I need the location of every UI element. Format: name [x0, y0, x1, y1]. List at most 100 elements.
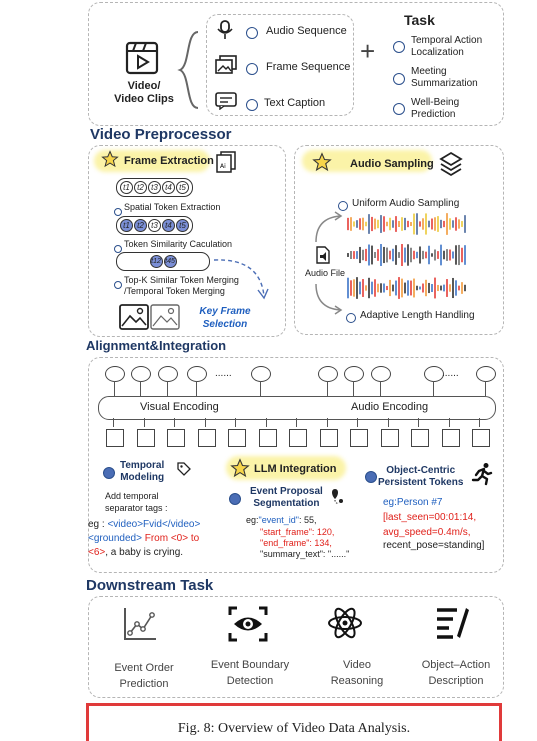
bubble-connector [353, 381, 355, 396]
task-event-boundary: Event Boundary Detection [210, 659, 290, 687]
waveform-adaptive [346, 276, 470, 305]
scatter-chart-icon [122, 606, 158, 647]
embedding-square [106, 429, 124, 447]
video-label: Video/ Video Clips [114, 80, 174, 105]
layers-icon [439, 151, 463, 182]
encoding-arrow [143, 418, 145, 427]
temporal-node [103, 464, 115, 482]
figure-caption: Fig. 8: Overview of Video Data Analysis. [177, 721, 411, 736]
encoding-arrow [204, 418, 206, 427]
task-video-reasoning: Video Reasoning [330, 659, 384, 687]
bubble-connector [485, 381, 487, 396]
visual-encoding-label: Visual Encoding [140, 401, 219, 413]
event-summary: "summary_text": "......" [260, 549, 350, 559]
step-node-1 [114, 203, 122, 221]
keyframe-image-icon-2 [150, 304, 180, 335]
bubble-connector [327, 381, 329, 396]
frame-sequence-label: Frame Sequence [266, 61, 351, 73]
video-clip-icon [124, 40, 160, 81]
alignment-panel [88, 357, 504, 573]
embedding-square [197, 429, 216, 447]
embedding-square [350, 429, 368, 447]
text-caption-label: Text Caption [264, 97, 326, 109]
task-node-2 [393, 70, 405, 88]
token-1: t1 [120, 181, 133, 194]
event-id-key: "event_id" [258, 515, 299, 525]
downstream-title: Downstream Task [86, 577, 214, 594]
audio-sequence-label: Audio Sequence [266, 25, 347, 37]
atom-icon [327, 604, 363, 647]
token-bubble [344, 366, 364, 382]
spatial-token-label: Spatial Token Extraction [124, 202, 221, 212]
waveform-original [346, 243, 470, 272]
similarity-label: Token Similarity Caculation [124, 239, 233, 249]
token-bubble [158, 366, 178, 382]
task-wellbeing: Well-Being Prediction [411, 97, 460, 120]
uniform-node [338, 197, 348, 215]
star-icon-llm [230, 458, 250, 483]
task-title: Task [404, 12, 435, 28]
key-frame-selection-label: Key Frame Selection [199, 306, 251, 330]
text-caption-node [246, 96, 258, 114]
token-bubble [318, 366, 338, 382]
token-bubble [424, 366, 444, 382]
task-meeting: Meeting Summarization [411, 66, 478, 89]
encoding-arrow [174, 418, 176, 427]
encoding-arrow [387, 418, 389, 427]
embedding-square [472, 429, 490, 447]
encoding-arrow [296, 418, 298, 427]
bubble-connector [196, 381, 198, 396]
token-5: t5 [176, 181, 189, 194]
temporal-desc: Add temporal separator tags : [105, 491, 168, 513]
bubble-connector [167, 381, 169, 396]
bubble-dots-right: ...... [442, 368, 459, 379]
frame-extraction-panel [88, 145, 286, 337]
eye-focus-icon [228, 606, 268, 647]
example-tags: <video>Fvid</video> <grounded> [88, 519, 201, 544]
temporal-example: eg : <video>Fvid</video> <grounded> From… [88, 518, 238, 560]
object-example: eg:Person #7 [383, 497, 443, 508]
token-merged-1: t12 [149, 255, 163, 268]
text-caption-icon [215, 92, 237, 115]
star-icon-audio [312, 152, 332, 177]
event-title: Event Proposal Segmentation [250, 486, 323, 509]
encoding-arrow [418, 418, 420, 427]
bubble-connector [433, 381, 435, 396]
task-node-3 [393, 100, 405, 118]
encoding-arrow [448, 418, 450, 427]
caption-frame [86, 703, 502, 741]
token-2-sim: t2 [134, 219, 147, 232]
waveform-uniform [346, 212, 470, 241]
frame-highlight [94, 150, 210, 172]
audio-sampling-label: Audio Sampling [350, 158, 434, 170]
step-node-2 [114, 240, 122, 258]
image-sequence-icon [215, 55, 237, 80]
frame-sequence-node [246, 60, 258, 78]
embedding-square [441, 429, 460, 447]
alignment-title: Alignment&Integration [86, 338, 227, 353]
step-node-3 [114, 276, 122, 294]
embedding-square [167, 429, 185, 447]
event-eg: eg: [246, 515, 259, 525]
adaptive-node [346, 309, 356, 327]
location-icon [330, 488, 344, 511]
token-bubble [105, 366, 125, 382]
embedding-square [289, 429, 307, 447]
token-bubble [476, 366, 496, 382]
adaptive-label: Adaptive Length Handling [360, 310, 475, 321]
preprocessor-title: Video Preprocessor [90, 126, 232, 143]
bubble-dots-left: ...... [215, 368, 232, 379]
svg-text:Ai: Ai [220, 163, 226, 170]
token-2: t2 [134, 181, 147, 194]
curly-brace [176, 30, 202, 115]
event-id-val: : 55, [298, 515, 317, 525]
event-example: eg:"event_id": 55, [246, 515, 316, 526]
audio-sequence-node [246, 24, 258, 42]
embedding-square [136, 429, 155, 447]
encoding-arrow [113, 418, 115, 427]
object-title: Object-Centric Persistent Tokens [378, 465, 464, 488]
token-merged-2: t45 [163, 255, 177, 268]
object-node [365, 468, 377, 486]
object-state: [last_seen=00:01:14, avg_speed=0.4m/s, [383, 512, 477, 538]
example-prefix: eg : [88, 519, 108, 530]
